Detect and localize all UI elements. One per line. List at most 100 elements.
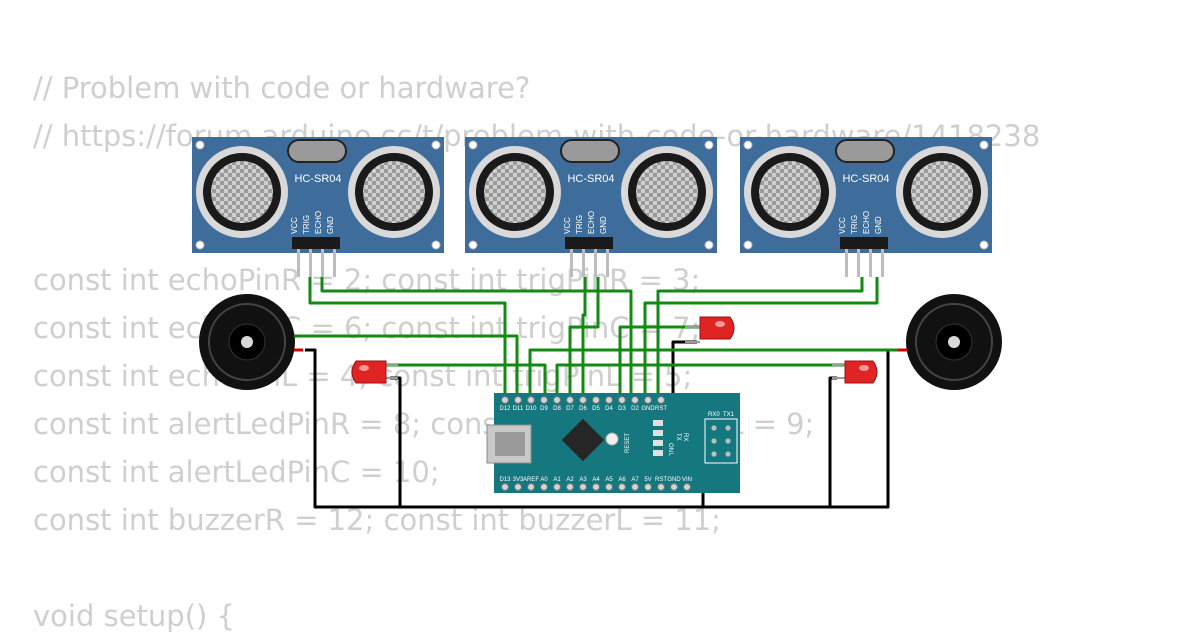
ultrasonic-sensor-center[interactable]: HC-SR04 VCC TRIG ECHO GND xyxy=(465,137,717,277)
pin-pad-a3[interactable] xyxy=(579,483,587,491)
pin-pad-d2[interactable] xyxy=(631,396,639,404)
pin-label-aref: AREF xyxy=(523,477,539,483)
pin-label-a4: A4 xyxy=(592,477,600,483)
pin-pad-a0[interactable] xyxy=(540,483,548,491)
status-leds xyxy=(653,420,663,456)
reset-button[interactable] xyxy=(605,432,619,446)
pin-pad-vin[interactable] xyxy=(683,483,691,491)
pin-pad-d9[interactable] xyxy=(540,396,548,404)
pin-pad-d4[interactable] xyxy=(605,396,613,404)
transducer-left xyxy=(744,146,836,238)
pin-label-a7: A7 xyxy=(631,477,639,483)
alert-led-right[interactable] xyxy=(832,360,878,384)
sensor-model-label: HC-SR04 xyxy=(294,173,341,185)
pin-label-d4: D4 xyxy=(605,406,613,412)
pin-label-vcc: VCC xyxy=(838,217,847,234)
pin-label-d3: D3 xyxy=(618,406,626,412)
header-label-rx0: RX0 xyxy=(708,412,720,418)
pin-label-a0: A0 xyxy=(540,477,548,483)
pin-label-a3: A3 xyxy=(579,477,587,483)
pin-label-vcc: VCC xyxy=(563,217,572,234)
pin-pad-d13[interactable] xyxy=(501,483,509,491)
pin-label-rst: RST xyxy=(655,477,667,483)
transducer-right xyxy=(621,146,713,238)
led-label-on: ON xyxy=(667,443,673,452)
pin-pad-3v3[interactable] xyxy=(514,483,522,491)
pin-label-a2: A2 xyxy=(566,477,574,483)
code-line-comment-1: // Problem with code or hardware? xyxy=(33,71,531,105)
pin-pad-d6[interactable] xyxy=(579,396,587,404)
pin-label-vcc: VCC xyxy=(290,217,299,234)
pin-label-trig: TRIG xyxy=(302,215,311,234)
sensor-model-label: HC-SR04 xyxy=(842,173,889,185)
transducer-right xyxy=(896,146,988,238)
pin-label-d9: D9 xyxy=(540,406,548,412)
pin-pad-gnd[interactable] xyxy=(670,483,678,491)
pin-label-echo: ECHO xyxy=(314,211,323,234)
pin-pad-a7[interactable] xyxy=(631,483,639,491)
alert-led-center[interactable] xyxy=(685,316,735,343)
led-label-l: L xyxy=(667,453,673,457)
pin-label-3v3: 3V3 xyxy=(513,477,524,483)
pin-pad-aref[interactable] xyxy=(527,483,535,491)
pin-pad-d10[interactable] xyxy=(527,396,535,404)
pin-pad-d7[interactable] xyxy=(566,396,574,404)
pin-label-trig: TRIG xyxy=(575,215,584,234)
pin-pad-a6[interactable] xyxy=(618,483,626,491)
transducer-right xyxy=(348,146,440,238)
pin-label-echo: ECHO xyxy=(862,211,871,234)
buzzer-right[interactable] xyxy=(898,294,1002,390)
pin-pad-d11[interactable] xyxy=(514,396,522,404)
pin-label-d11: D11 xyxy=(513,406,524,412)
icsp-header xyxy=(704,418,738,464)
ultrasonic-sensor-right[interactable]: HC-SR04 VCC TRIG ECHO GND xyxy=(740,137,992,277)
pin-label-vin: VIN xyxy=(682,477,692,483)
code-line-setup: void setup() { xyxy=(33,599,235,633)
pin-pad-gnd[interactable] xyxy=(644,396,652,404)
pin-label-rst: RST xyxy=(655,406,667,412)
code-line-pins-right: const int echoPinR = 2; const int trigPi… xyxy=(33,263,701,297)
pin-pad-d3[interactable] xyxy=(618,396,626,404)
signal-wires[interactable] xyxy=(300,277,905,402)
code-line-alert-led-center: const int alertLedPinC = 10; xyxy=(33,455,440,489)
pin-label-gnd: GND xyxy=(599,216,608,234)
pin-label-d6: D6 xyxy=(579,406,587,412)
led-label-rx: RX xyxy=(682,433,688,441)
pin-pad-a1[interactable] xyxy=(553,483,561,491)
ultrasonic-sensor-left[interactable]: HC-SR04 VCC TRIG ECHO GND xyxy=(192,137,444,277)
pin-pad-d12[interactable] xyxy=(501,396,509,404)
transducer-left xyxy=(469,146,561,238)
pin-label-a6: A6 xyxy=(618,477,626,483)
sensor-model-label: HC-SR04 xyxy=(567,173,614,185)
pin-pad-rst[interactable] xyxy=(657,396,665,404)
pin-label-d8: D8 xyxy=(553,406,561,412)
pin-label-d7: D7 xyxy=(566,406,574,412)
pin-pad-5v[interactable] xyxy=(644,483,652,491)
mini-usb-connector xyxy=(486,424,532,464)
pin-label-gnd: GND xyxy=(641,406,655,412)
pin-pad-a4[interactable] xyxy=(592,483,600,491)
pin-label-echo: ECHO xyxy=(587,211,596,234)
alert-led-left[interactable] xyxy=(351,360,398,384)
pin-label-d12: D12 xyxy=(499,406,511,412)
code-line-buzzers: const int buzzerR = 12; const int buzzer… xyxy=(33,503,721,537)
pin-pad-rst[interactable] xyxy=(657,483,665,491)
pin-pad-a5[interactable] xyxy=(605,483,613,491)
pin-label-d5: D5 xyxy=(592,406,600,412)
header-label-tx1: TX1 xyxy=(723,412,735,418)
pin-label-gnd: GND xyxy=(667,477,681,483)
pin-pad-d8[interactable] xyxy=(553,396,561,404)
pin-label-gnd: GND xyxy=(326,216,335,234)
pin-pad-d5[interactable] xyxy=(592,396,600,404)
reset-label: RESET xyxy=(625,433,631,453)
transducer-left xyxy=(196,146,288,238)
pin-pad-a2[interactable] xyxy=(566,483,574,491)
pin-label-d2: D2 xyxy=(631,406,639,412)
pin-label-trig: TRIG xyxy=(850,215,859,234)
led-label-tx: TX xyxy=(675,433,681,441)
buzzer-left[interactable] xyxy=(199,294,303,390)
pin-label-d13: D13 xyxy=(499,477,511,483)
